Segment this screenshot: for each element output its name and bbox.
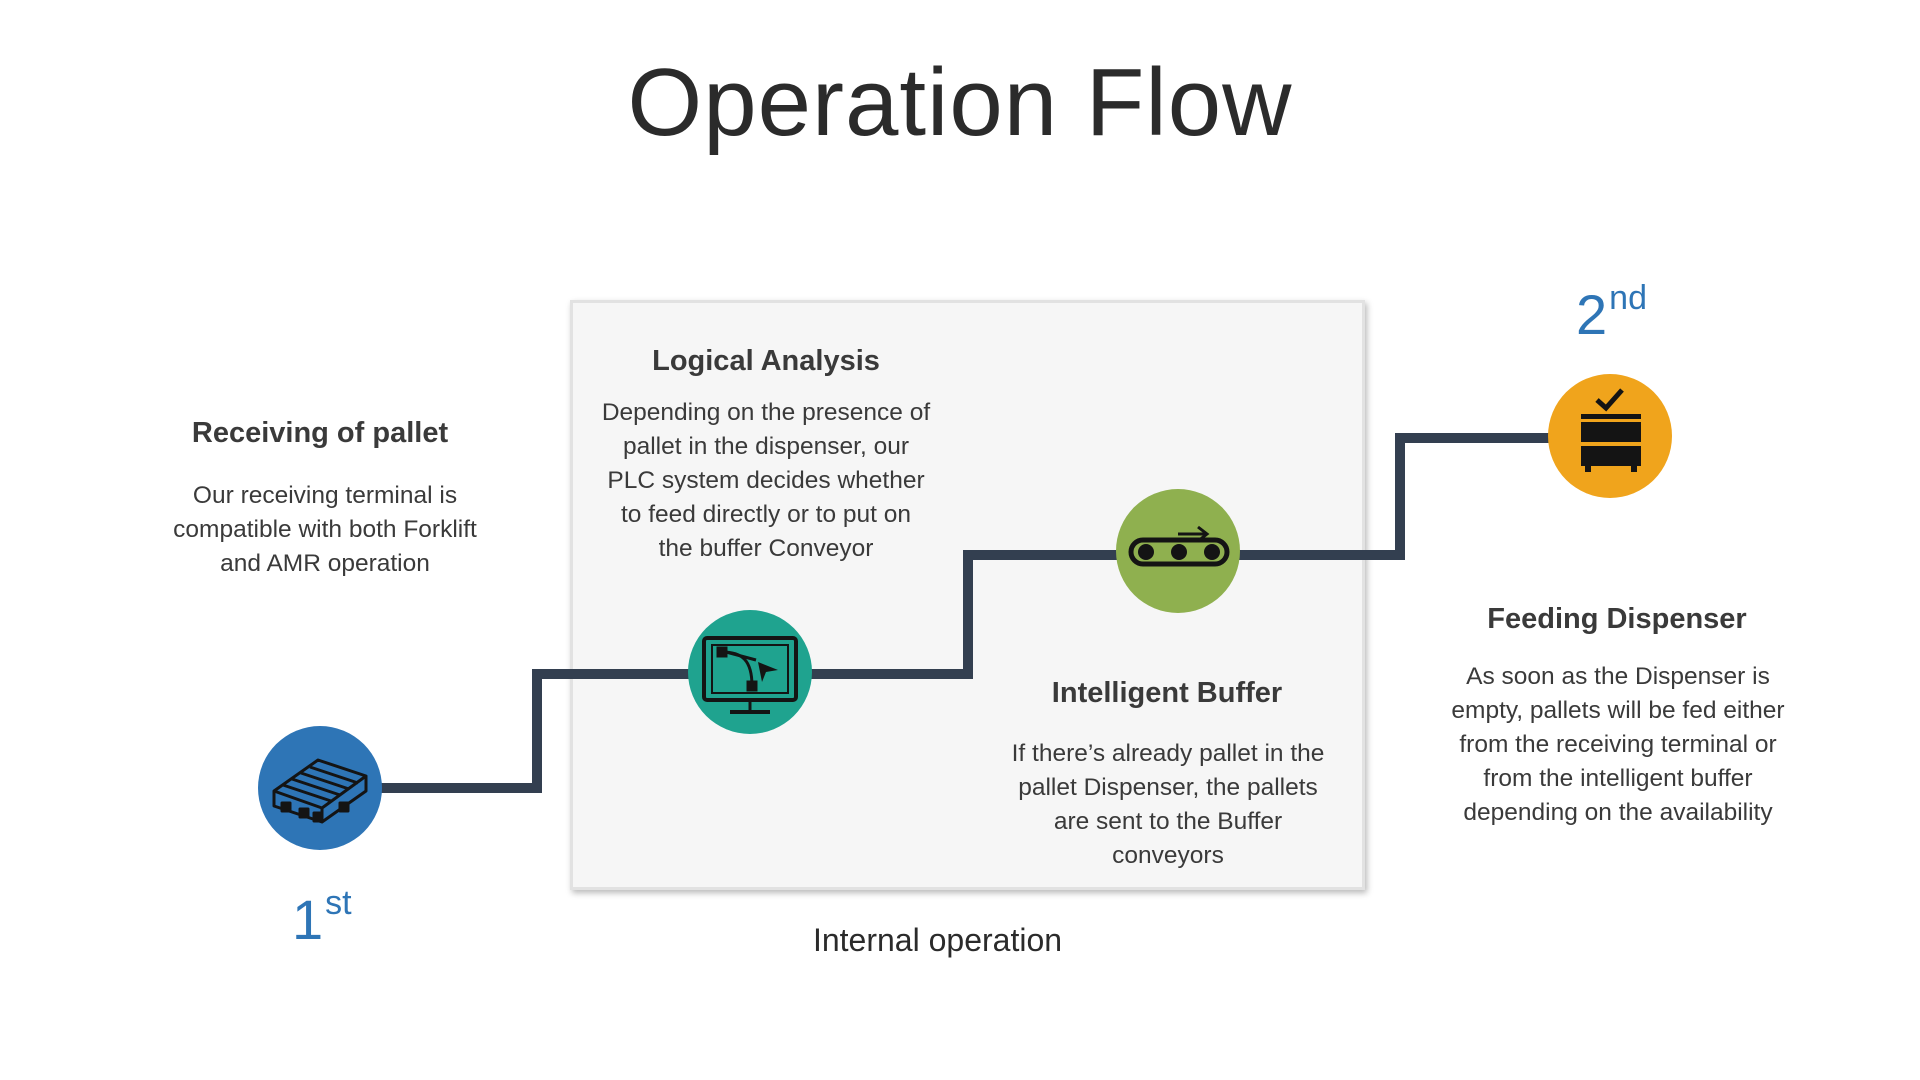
second-ordinal-number: 2 — [1576, 283, 1608, 346]
receiving-description: Our receiving terminal is compatible wit… — [173, 482, 477, 577]
feeding-title: Feeding Dispenser — [1487, 603, 1747, 635]
logical-description: Depending on the presence of pallet in t… — [601, 399, 931, 562]
feeding-description: As soon as the Dispenser is empty, palle… — [1451, 663, 1785, 826]
second-ordinal: 2nd — [1576, 281, 1647, 343]
logical-title: Logical Analysis — [652, 345, 880, 377]
first-ordinal-suffix: st — [325, 884, 352, 922]
pallet-icon — [272, 758, 368, 824]
first-ordinal: 1st — [292, 886, 352, 948]
conveyor-icon — [1128, 525, 1230, 567]
slide-title: Operation Flow — [627, 49, 1293, 156]
second-ordinal-suffix: nd — [1609, 279, 1647, 317]
flow-connector-line — [320, 433, 1610, 793]
logical-step-node — [688, 610, 812, 734]
buffer-description: If there’s already pallet in the pallet … — [1011, 740, 1325, 869]
buffer-title: Intelligent Buffer — [1051, 677, 1283, 709]
dispenser-check-icon — [1581, 388, 1641, 472]
buffer-step-node — [1116, 489, 1240, 613]
receiving-title: Receiving of pallet — [191, 417, 449, 449]
first-ordinal-number: 1 — [292, 888, 324, 951]
receiving-step-node — [258, 726, 382, 850]
feeding-step-node — [1548, 374, 1672, 498]
internal-operation-caption: Internal operation — [812, 922, 1063, 958]
monitor-curve-icon — [702, 636, 798, 714]
